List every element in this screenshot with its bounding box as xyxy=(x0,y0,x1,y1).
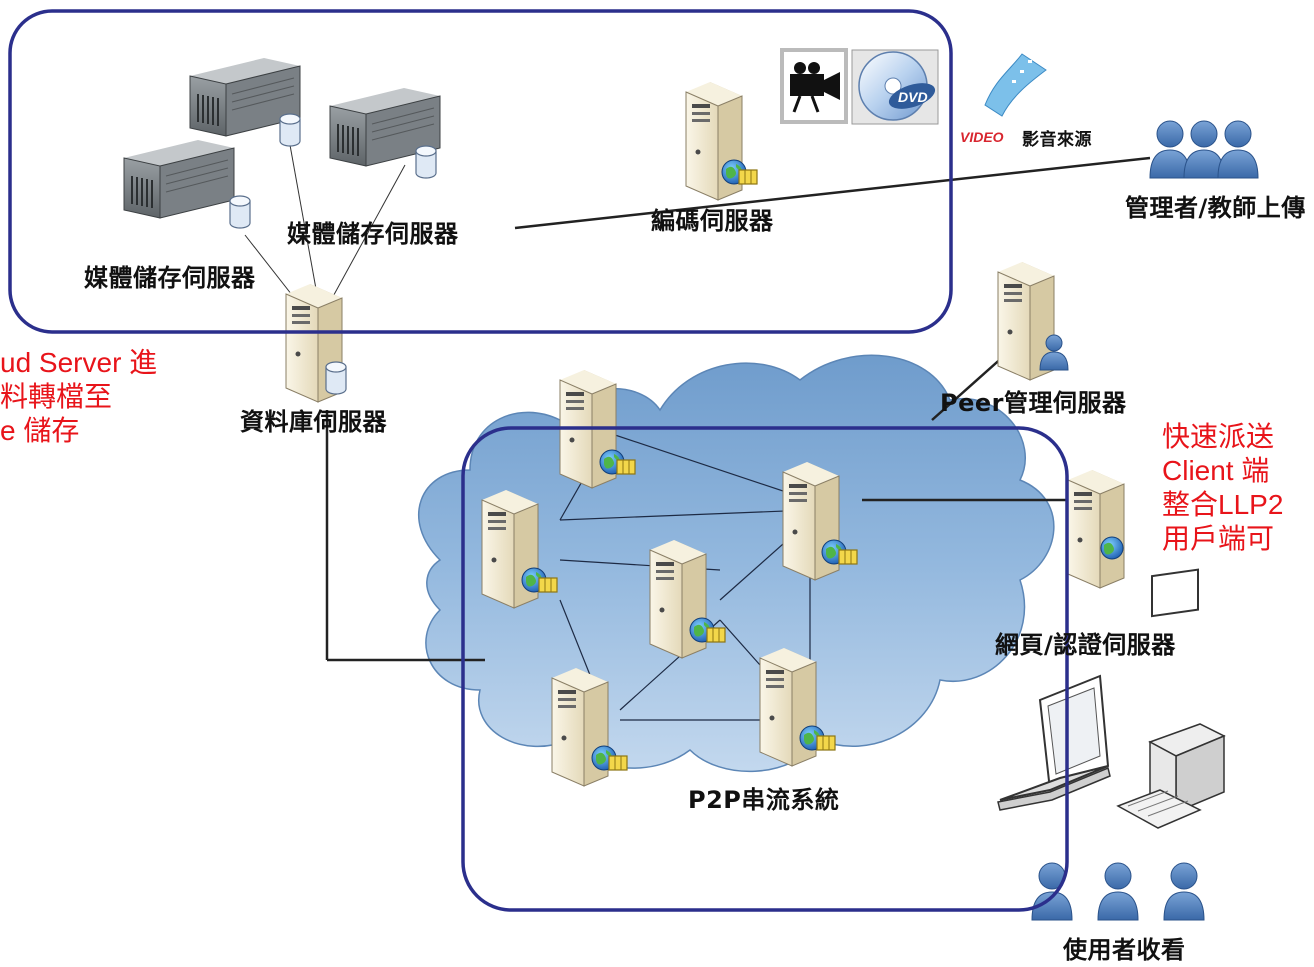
database-icon xyxy=(229,195,251,229)
viewer-user-icon xyxy=(1163,862,1205,921)
left-annotation-line: ud Server 進 xyxy=(0,347,158,378)
cloud-server-frame xyxy=(8,9,953,334)
right-annotation-line: Client 端 xyxy=(1162,455,1270,486)
viewer-user-icon xyxy=(1097,862,1139,921)
rack-server-icon xyxy=(123,139,235,219)
p2p-system-frame xyxy=(461,426,1069,912)
left-annotation-line: e 儲存 xyxy=(0,415,80,446)
peer-user-icon xyxy=(1039,334,1069,371)
video-source-label: 影音來源 xyxy=(1022,130,1092,150)
globe-folder-icon xyxy=(721,159,758,185)
desktop-computer-icon xyxy=(1116,568,1226,829)
database-icon xyxy=(279,113,301,147)
globe-icon xyxy=(1100,536,1124,560)
dvd-logo-text: DVD xyxy=(898,89,928,105)
p2p-system-label: P2P串流系統 xyxy=(688,786,840,814)
connection-lines xyxy=(325,156,1151,662)
left-annotation: ud Server 進 料轉檔至 e 儲存 xyxy=(0,346,157,448)
right-annotation-line: 快速派送 xyxy=(1162,421,1275,452)
right-annotation-line: 用戶端可 xyxy=(1162,523,1275,554)
database-server-label: 資料庫伺服器 xyxy=(240,408,387,436)
database-icon xyxy=(325,361,347,395)
database-icon xyxy=(415,145,437,179)
right-annotation: 快速派送 Client 端 整合LLP2 用戶端可 xyxy=(1162,420,1283,556)
video-film-icon xyxy=(984,53,1047,117)
peer-manager-label: Peer管理伺服器 xyxy=(940,389,1127,417)
film-camera-icon xyxy=(780,48,848,124)
admin-upload-label: 管理者/教師上傳 xyxy=(1125,194,1306,222)
video-logo-text: VIDEO xyxy=(960,129,1004,145)
right-annotation-line: 整合LLP2 xyxy=(1162,489,1284,520)
laptop-icon xyxy=(997,674,1111,811)
admin-user-icon xyxy=(1183,120,1225,179)
media-storage-lower-label: 媒體儲存伺服器 xyxy=(84,264,256,292)
admin-user-icon xyxy=(1217,120,1259,179)
dvd-icon: DVD xyxy=(851,49,939,125)
encoding-server-label: 編碼伺服器 xyxy=(651,207,774,235)
left-annotation-line: 料轉檔至 xyxy=(0,381,113,412)
users-watch-label: 使用者收看 xyxy=(1063,936,1186,964)
web-auth-server-label: 網頁/認證伺服器 xyxy=(995,631,1176,659)
admin-user-icon xyxy=(1149,120,1191,179)
web-auth-server-icon xyxy=(1067,469,1125,589)
media-storage-upper-label: 媒體儲存伺服器 xyxy=(287,220,459,248)
